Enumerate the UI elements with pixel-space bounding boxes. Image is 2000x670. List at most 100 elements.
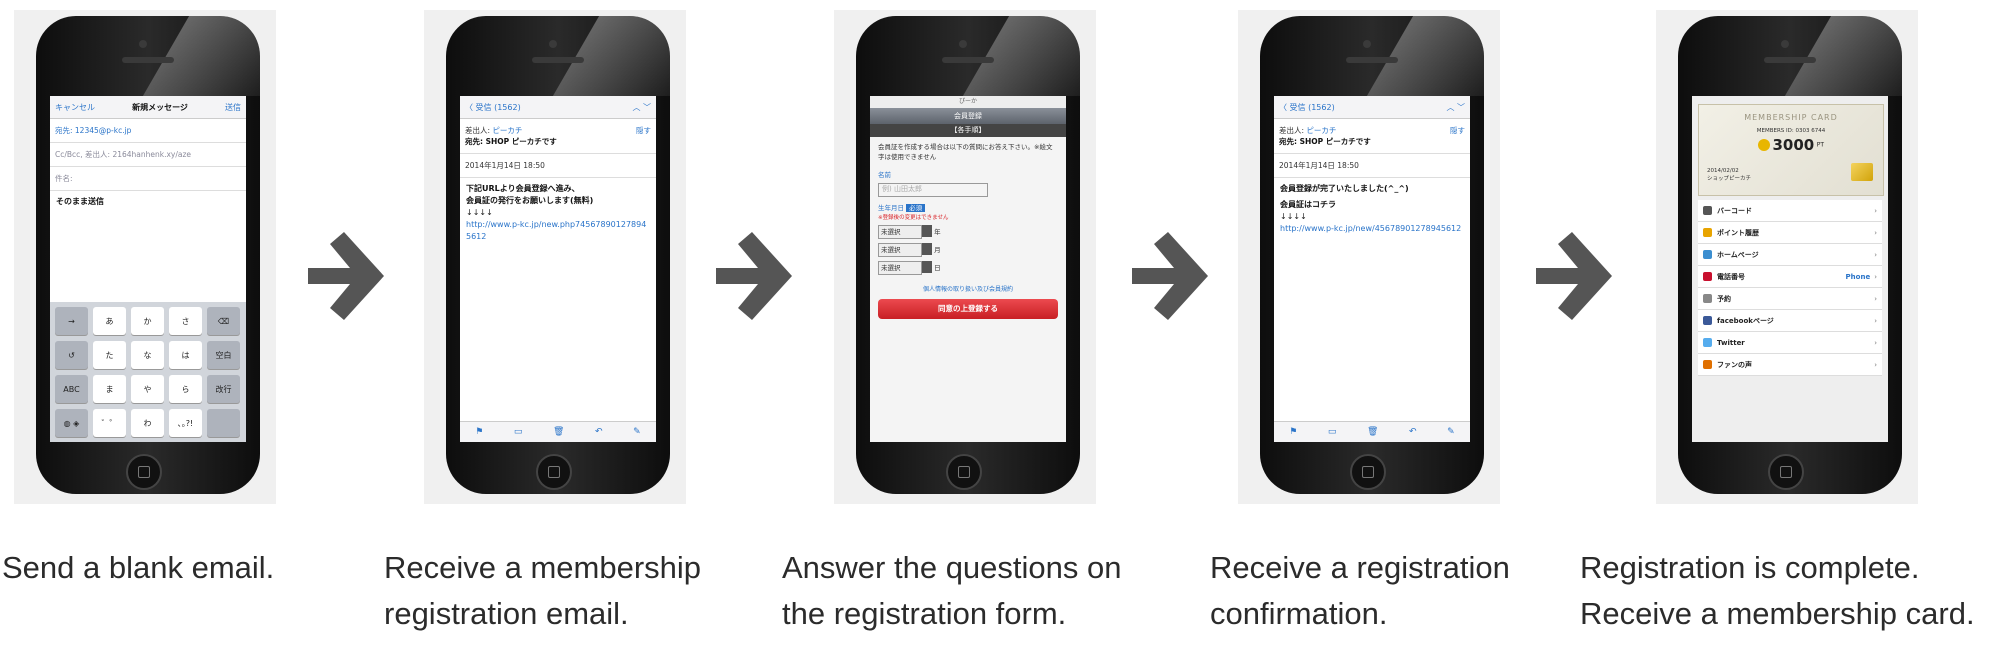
phone: 〈 受信 (1562) ︿ ﹀ 差出人: ピーカチ 隠す 宛先: SHOP ピー… <box>1260 16 1484 494</box>
trash-icon[interactable]: 🗑 <box>1367 427 1379 437</box>
menu-item-label: ホームページ <box>1717 250 1759 259</box>
to-field[interactable]: 宛先: 12345@p-kc.jp <box>50 119 246 143</box>
from-prefix: 差出人: <box>465 126 491 135</box>
form-intro: 会員証を作成する場合は以下の質問にお答え下さい。※絵文字は使用できません <box>878 143 1053 161</box>
keyboard-key[interactable]: か <box>131 307 164 335</box>
keyboard-key[interactable]: ゛゜ <box>93 409 126 437</box>
folder-icon[interactable]: ▭ <box>1327 427 1337 437</box>
keyboard-key[interactable]: や <box>131 375 164 403</box>
up-down-icons[interactable]: ︿ ﹀ <box>1446 102 1465 112</box>
home-button[interactable] <box>1350 454 1386 490</box>
arrow-right-icon <box>308 232 384 320</box>
keyboard-key[interactable]: な <box>131 341 164 369</box>
reply-icon[interactable]: ↶ <box>1409 427 1417 437</box>
birthday-label: 生年月日 <box>878 204 904 212</box>
cancel-button[interactable]: キャンセル <box>55 102 95 112</box>
keyboard-key[interactable]: わ <box>131 409 164 437</box>
camera-icon <box>1363 40 1371 48</box>
month-select[interactable]: 未選択 <box>878 243 922 257</box>
home-button[interactable] <box>946 454 982 490</box>
year-select[interactable]: 未選択 <box>878 225 922 239</box>
mail-screen: 〈 受信 (1562) ︿ ﹀ 差出人: ピーカチ 隠す 宛先: SHOP ピー… <box>1274 96 1470 442</box>
day-select[interactable]: 未選択 <box>878 261 922 275</box>
camera-icon <box>959 40 967 48</box>
menu-item[interactable]: facebookページ› <box>1698 310 1882 332</box>
chevron-down-icon[interactable] <box>922 243 932 255</box>
subject-field[interactable]: 件名: <box>50 167 246 191</box>
home-button[interactable] <box>126 454 162 490</box>
keyboard-key[interactable]: ↺ <box>55 341 88 369</box>
caption-line: Receive a registration <box>1210 550 1510 585</box>
menu-item[interactable]: Twitter› <box>1698 332 1882 354</box>
keyboard-key[interactable]: ABC <box>55 375 88 403</box>
mail-date: 2014年1月14日 18:50 <box>1274 154 1470 178</box>
menu-item-label: バーコード <box>1717 206 1752 215</box>
message-body[interactable]: そのまま送信 <box>56 197 104 206</box>
home-button[interactable] <box>536 454 572 490</box>
registration-link[interactable]: http://www.p-kc.jp/new.php74567890127894… <box>466 220 647 241</box>
home-button[interactable] <box>1768 454 1804 490</box>
chevron-down-icon[interactable] <box>922 261 932 273</box>
menu-item-label: facebookページ <box>1717 316 1774 325</box>
keyboard-key[interactable]: 空白 <box>207 341 240 369</box>
compose-icon[interactable]: ✎ <box>1447 427 1455 437</box>
inbox-back-button[interactable]: 〈 受信 (1562) <box>465 102 521 112</box>
keyboard-key[interactable]: ら <box>169 375 202 403</box>
from-name[interactable]: ピーカチ <box>492 126 523 135</box>
day-unit: 日 <box>934 264 941 272</box>
inbox-back-button[interactable]: 〈 受信 (1562) <box>1279 102 1335 112</box>
speaker-grille <box>532 57 584 63</box>
arrow-right-icon <box>716 232 792 320</box>
keyboard-key[interactable]: ⌫ <box>207 307 240 335</box>
phone: キャンセル 新規メッセージ 送信 宛先: 12345@p-kc.jp Cc/Bc… <box>36 16 260 494</box>
submit-button[interactable]: 同意の上登録する <box>878 299 1058 319</box>
mail-body: 下記URLより会員登録へ進み、 会員証の発行をお願いします(無料) ↓↓↓↓ h… <box>460 178 656 248</box>
reply-icon[interactable]: ↶ <box>595 427 603 437</box>
from-name[interactable]: ピーカチ <box>1306 126 1337 135</box>
menu-item[interactable]: ファンの声› <box>1698 354 1882 376</box>
chevron-right-icon: › <box>1874 272 1877 281</box>
send-button[interactable]: 送信 <box>225 102 241 112</box>
keyboard-key[interactable]: ま <box>93 375 126 403</box>
menu-item-icon <box>1703 316 1712 325</box>
menu-item[interactable]: ホームページ› <box>1698 244 1882 266</box>
keyboard-key[interactable]: 改行 <box>207 375 240 403</box>
keyboard-key[interactable]: ◍ ◈ <box>55 409 88 437</box>
keyboard-key[interactable]: ､｡?! <box>169 409 202 437</box>
menu-item[interactable]: ポイント履歴› <box>1698 222 1882 244</box>
from-prefix: 差出人: <box>1279 126 1305 135</box>
name-input[interactable]: 例) 山田太郎 <box>878 183 988 197</box>
keyboard-key[interactable]: は <box>169 341 202 369</box>
folder-icon[interactable]: ▭ <box>513 427 523 437</box>
flag-icon[interactable]: ⚑ <box>1289 427 1298 437</box>
privacy-link[interactable]: 個人情報の取り扱い及び会員規約 <box>922 286 1013 293</box>
keyboard-key[interactable] <box>207 409 240 437</box>
hide-link[interactable]: 隠す <box>636 126 651 135</box>
chevron-down-icon[interactable] <box>922 225 932 237</box>
flag-icon[interactable]: ⚑ <box>475 427 484 437</box>
keyboard-key[interactable]: さ <box>169 307 202 335</box>
step-2-panel: 〈 受信 (1562) ︿ ﹀ 差出人: ピーカチ 隠す 宛先: SHOP ピー… <box>424 10 686 504</box>
cc-field[interactable]: Cc/Bcc, 差出人: 2164hanhenk.xy/aze <box>50 143 246 167</box>
form-header: 会員登録 <box>870 108 1066 124</box>
step-4-panel: 〈 受信 (1562) ︿ ﹀ 差出人: ピーカチ 隠す 宛先: SHOP ピー… <box>1238 10 1500 504</box>
mail-header: 差出人: ピーカチ 隠す 宛先: SHOP ピーカチです <box>1274 119 1470 154</box>
menu-item[interactable]: 予約› <box>1698 288 1882 310</box>
required-badge: 必須 <box>906 204 926 212</box>
camera-icon <box>549 40 557 48</box>
hide-link[interactable]: 隠す <box>1450 126 1465 135</box>
compose-icon[interactable]: ✎ <box>633 427 641 437</box>
trash-icon[interactable]: 🗑 <box>553 427 565 437</box>
keyboard-key[interactable]: た <box>93 341 126 369</box>
body-line-2: 会員証はコチラ <box>1280 200 1336 209</box>
keyboard-key[interactable]: → <box>55 307 88 335</box>
keyboard-key[interactable]: あ <box>93 307 126 335</box>
card-link[interactable]: http://www.p-kc.jp/new/45678901278945612 <box>1280 224 1462 233</box>
menu-item[interactable]: バーコード› <box>1698 200 1882 222</box>
speaker-grille <box>1764 57 1816 63</box>
camera-icon <box>1781 40 1789 48</box>
up-down-icons[interactable]: ︿ ﹀ <box>632 102 651 112</box>
